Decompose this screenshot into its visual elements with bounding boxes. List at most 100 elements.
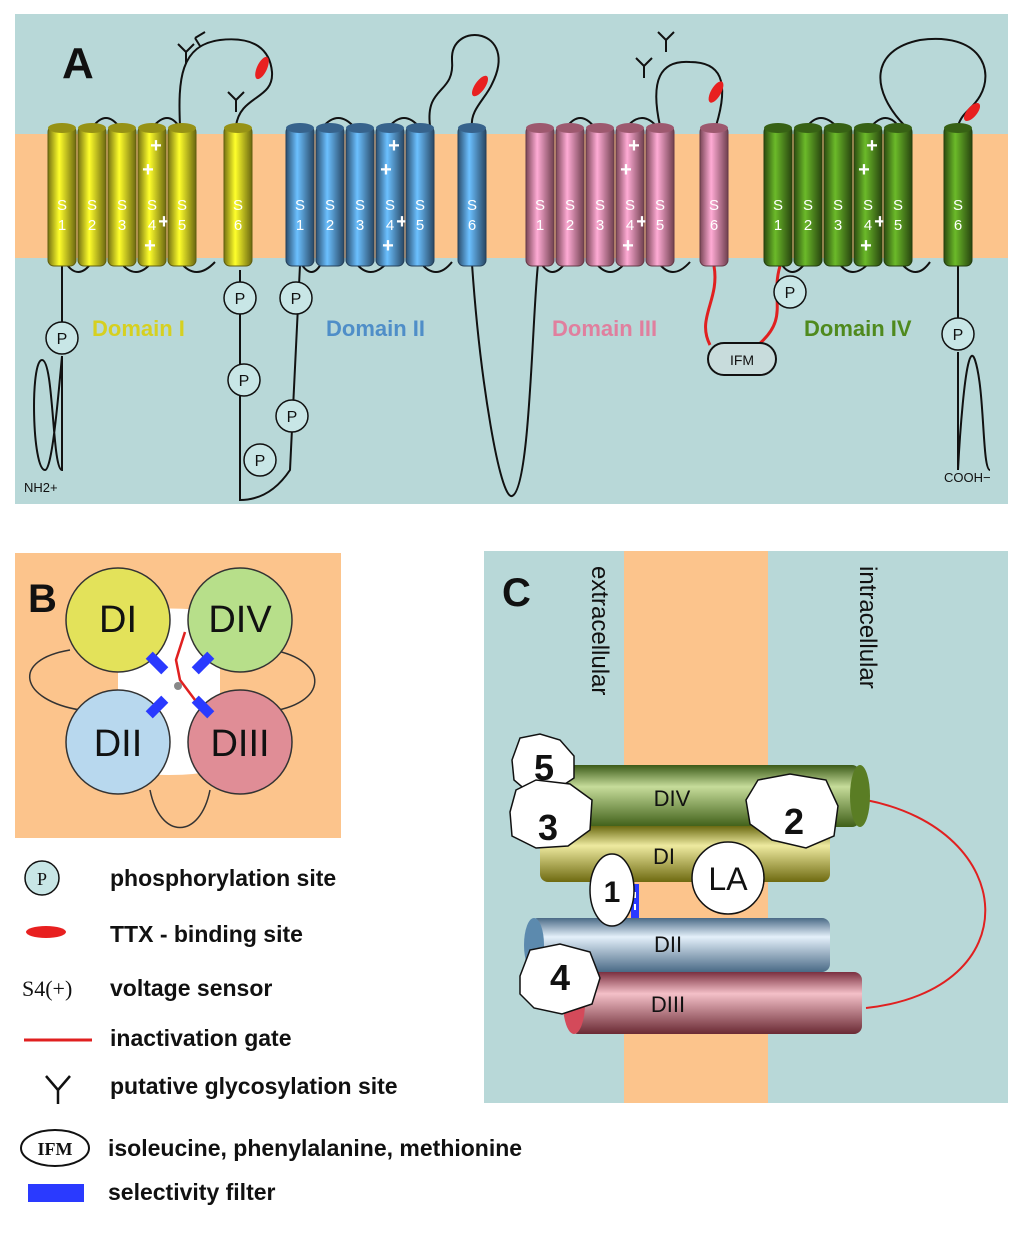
s4-charge-plus: + bbox=[142, 159, 154, 181]
s4-charge-plus: + bbox=[860, 235, 872, 257]
domain-diii-circle bbox=[187, 689, 293, 795]
phosphorylation-site bbox=[941, 317, 975, 351]
segment-label: 1 bbox=[296, 217, 304, 234]
phosphorylation-label: P bbox=[57, 331, 68, 348]
site-1-label: 1 bbox=[604, 876, 621, 909]
segment-s1-domain-1: S1 bbox=[47, 123, 77, 267]
panel-c: C extracellular intracellular DIV DI DII… bbox=[484, 551, 1008, 1103]
phosphorylation-site bbox=[227, 363, 261, 397]
phosphorylation-label: P bbox=[291, 291, 302, 308]
segment-label: S bbox=[177, 197, 187, 214]
cylinder-div-end bbox=[850, 765, 870, 827]
legend-text-glycosylation: putative glycosylation site bbox=[110, 1073, 398, 1099]
segment-s4-domain-2: S4++++ bbox=[375, 123, 408, 267]
legend-text-ttx: TTX - binding site bbox=[110, 921, 303, 947]
extracellular-label: extracellular bbox=[586, 566, 613, 695]
segment-s5-domain-1: S5 bbox=[167, 123, 197, 267]
segment-s1-domain-3: S1 bbox=[525, 123, 555, 267]
s4-charge-plus: + bbox=[396, 211, 408, 233]
site-1-blob bbox=[589, 853, 635, 927]
segment-label: 6 bbox=[954, 217, 962, 234]
segment-label: S bbox=[325, 197, 335, 214]
domain-di-label: DI bbox=[99, 599, 137, 641]
domain-dii-circle bbox=[65, 689, 171, 795]
segment-s4-domain-1: S4++++ bbox=[137, 123, 170, 267]
segment-s4-domain-4: S4++++ bbox=[853, 123, 886, 267]
cylinder-diii-label: DIII bbox=[651, 992, 685, 1017]
panel-c-inactivation-gate bbox=[865, 799, 987, 1009]
phosphorylation-label: P bbox=[287, 409, 298, 426]
segment-s3-domain-1: S3 bbox=[107, 123, 137, 267]
s4-charge-plus: + bbox=[874, 211, 886, 233]
site-4-blob bbox=[519, 943, 601, 1015]
phosphorylation-site bbox=[279, 281, 313, 315]
cylinder-diii bbox=[570, 972, 862, 1034]
site-3-label: 3 bbox=[538, 807, 558, 848]
segment-label: S bbox=[385, 197, 395, 214]
domain-label-3: Domain III bbox=[552, 316, 657, 341]
s4-charge-plus: + bbox=[620, 159, 632, 181]
segment-label: S bbox=[709, 197, 719, 214]
legend-ifm-symbol: IFM bbox=[38, 1139, 73, 1159]
segment-s6-domain-3: S6 bbox=[699, 123, 729, 267]
c-terminus-label: COOH− bbox=[944, 470, 991, 485]
ttx-binding-sites bbox=[255, 56, 981, 122]
legend-s4-symbol: S4(+) bbox=[22, 976, 72, 1001]
binding-sites bbox=[509, 733, 839, 1015]
legend-filter-icon bbox=[28, 1184, 84, 1202]
domain-div-circle bbox=[187, 567, 293, 673]
segment-label: 5 bbox=[416, 217, 424, 234]
site-2-label: 2 bbox=[784, 801, 804, 842]
s4-charge-plus: + bbox=[628, 135, 640, 157]
phosphorylation-label: P bbox=[785, 285, 796, 302]
segment-label: S bbox=[595, 197, 605, 214]
legend-ttx-icon bbox=[26, 926, 66, 938]
panel-b: B DI DIV DII DIII bbox=[15, 553, 341, 838]
panel-a: A bbox=[15, 14, 1008, 504]
binding-site-labels: 5 3 2 1 LA 4 bbox=[534, 747, 804, 998]
segment-label: 5 bbox=[894, 217, 902, 234]
segment-label: 2 bbox=[326, 217, 334, 234]
s4-charge-plus: + bbox=[158, 211, 170, 233]
domain-div-label: DIV bbox=[208, 599, 272, 641]
segment-label: 4 bbox=[148, 217, 156, 234]
site-la-label: LA bbox=[708, 861, 748, 897]
s4-charge-plus: + bbox=[380, 159, 392, 181]
phosphorylation-site bbox=[223, 281, 257, 315]
segment-s5-domain-2: S5 bbox=[405, 123, 435, 267]
segment-label: S bbox=[863, 197, 873, 214]
ifm-motif bbox=[707, 342, 777, 376]
segment-s2-domain-4: S2 bbox=[793, 123, 823, 267]
segment-label: S bbox=[87, 197, 97, 214]
segment-s2-domain-1: S2 bbox=[77, 123, 107, 267]
segment-label: S bbox=[233, 197, 243, 214]
segment-label: S bbox=[117, 197, 127, 214]
segment-label: S bbox=[565, 197, 575, 214]
segment-label: 4 bbox=[626, 217, 634, 234]
segment-s6-domain-2: S6 bbox=[457, 123, 487, 267]
segment-label: 6 bbox=[710, 217, 718, 234]
legend-text-gate: inactivation gate bbox=[110, 1025, 291, 1051]
segment-label: 5 bbox=[178, 217, 186, 234]
segment-label: S bbox=[535, 197, 545, 214]
segment-label: 3 bbox=[118, 217, 126, 234]
segment-s4-domain-3: S4++++ bbox=[615, 123, 648, 267]
segment-label: 5 bbox=[656, 217, 664, 234]
phosphorylation-label: P bbox=[235, 291, 246, 308]
phosphorylation-label: P bbox=[255, 453, 266, 470]
intracellular-label: intracellular bbox=[854, 566, 881, 689]
segment-label: S bbox=[655, 197, 665, 214]
glycosylation-sites bbox=[177, 31, 675, 112]
phosphorylation-site bbox=[243, 443, 277, 477]
s4-charge-plus: + bbox=[858, 159, 870, 181]
segment-label: 2 bbox=[566, 217, 574, 234]
domain-i-ii-linker bbox=[239, 264, 301, 502]
panel-b-inactivation-gate bbox=[174, 631, 196, 701]
segment-label: S bbox=[833, 197, 843, 214]
segment-label: S bbox=[57, 197, 67, 214]
glycosylation-y-icon bbox=[177, 31, 206, 64]
segment-label: S bbox=[467, 197, 477, 214]
segment-s6-domain-4: S6 bbox=[943, 123, 973, 267]
segment-s2-domain-2: S2 bbox=[315, 123, 345, 267]
legend-text-phospho: phosphorylation site bbox=[110, 865, 336, 891]
